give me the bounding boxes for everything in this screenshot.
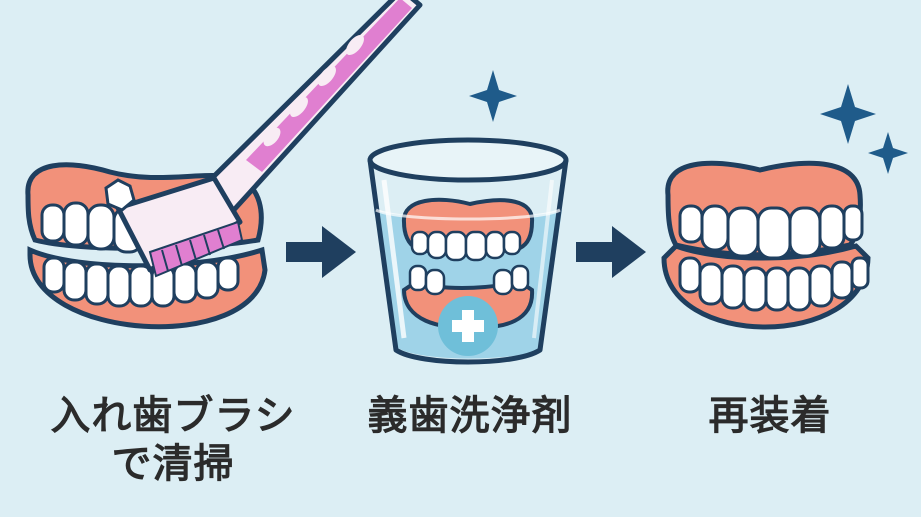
denture-in-cleaning-cup-icon <box>367 70 569 365</box>
step1-label: 入れ歯ブラシで清掃 <box>28 392 318 488</box>
sparkle-icon <box>820 84 876 144</box>
denture-brushing-icon <box>25 0 423 330</box>
illustration-canvas <box>25 0 908 365</box>
clean-denture-icon <box>661 84 908 330</box>
sparkle-icon <box>868 132 908 174</box>
step3-label: 再装着 <box>708 393 832 439</box>
next-arrow-icon <box>286 226 356 278</box>
step2-label: 義歯洗浄剤 <box>367 393 573 439</box>
sparkle-icon <box>469 70 517 122</box>
step1-label-line: 入れ歯ブラシ <box>50 393 296 439</box>
next-arrow-icon <box>576 226 646 278</box>
step1-label-line: で清掃 <box>111 441 235 487</box>
